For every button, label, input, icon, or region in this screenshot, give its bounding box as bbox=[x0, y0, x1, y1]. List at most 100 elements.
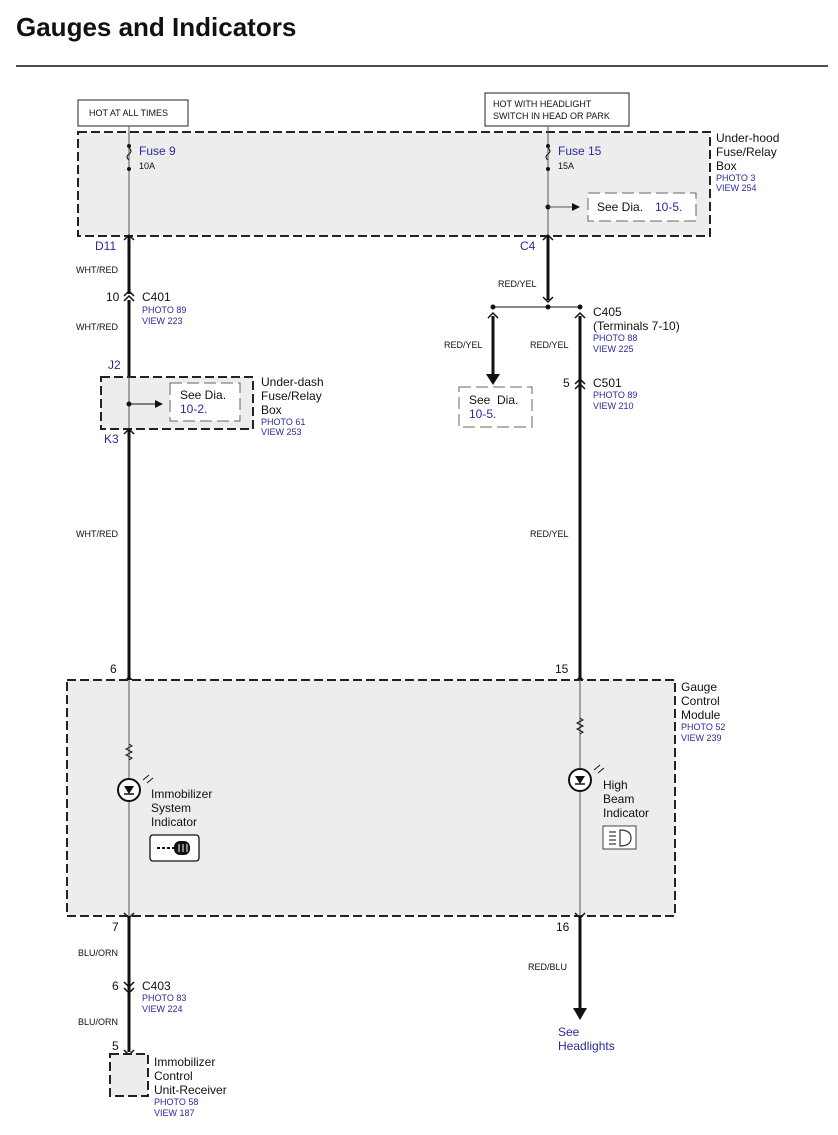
see-dia-prefix-top: See Dia. bbox=[597, 200, 643, 214]
gauge-name-1: Gauge bbox=[681, 680, 717, 694]
high-beam-label-2: Beam bbox=[603, 792, 634, 806]
receiver-photo: PHOTO 58 bbox=[154, 1097, 198, 1107]
gauge-pin-out-left: 7 bbox=[112, 920, 119, 934]
fuse-9-icon bbox=[126, 144, 132, 171]
resistor-icon bbox=[575, 717, 585, 735]
key-icon bbox=[149, 834, 200, 862]
receiver-pin: 5 bbox=[112, 1039, 119, 1053]
see-dia-right-see: See bbox=[469, 393, 491, 407]
see-dia-right-ref: 10-5. bbox=[469, 407, 496, 421]
wire-color-bottom-left-top: BLU/ORN bbox=[78, 948, 118, 958]
see-headlights-line2: Headlights bbox=[558, 1039, 615, 1053]
see-dia-ref-top: 10-5. bbox=[655, 200, 682, 214]
fuse-15-label: Fuse 15 bbox=[558, 144, 602, 158]
connector-c501 bbox=[574, 377, 586, 390]
gauge-name-3: Module bbox=[681, 708, 721, 722]
receiver-name-1: Immobilizer bbox=[154, 1055, 215, 1069]
under-dash-name-2: Fuse/Relay bbox=[261, 389, 322, 403]
c401-photo: PHOTO 89 bbox=[142, 305, 186, 315]
gauge-photo: PHOTO 52 bbox=[681, 722, 725, 732]
gauge-control-module: Immobilizer System Indicator High Beam I… bbox=[66, 679, 725, 917]
c403-view: VIEW 224 bbox=[142, 1004, 183, 1014]
receiver-name-2: Control bbox=[154, 1069, 193, 1083]
c401-view: VIEW 223 bbox=[142, 316, 183, 326]
wire-color-bottom-right: RED/BLU bbox=[528, 962, 567, 972]
see-headlights-line1: See bbox=[558, 1025, 580, 1039]
under-dash-name-1: Under-dash bbox=[261, 375, 324, 389]
fuse-15-rating: 15A bbox=[558, 161, 574, 171]
gauge-pin-in-right: 15 bbox=[555, 662, 569, 676]
immobilizer-indicator-lamp-icon bbox=[117, 774, 154, 802]
power-label-right-line1: HOT WITH HEADLIGHT bbox=[493, 99, 592, 109]
fuse-9-rating: 10A bbox=[139, 161, 155, 171]
immobilizer-label-2: System bbox=[151, 801, 191, 815]
power-label-left-text: HOT AT ALL TIMES bbox=[89, 108, 168, 118]
c401-name: C401 bbox=[142, 290, 171, 304]
wire-color-right-sub-left: RED/YEL bbox=[444, 340, 483, 350]
arrow-right-icon bbox=[572, 203, 580, 211]
c501-pin: 5 bbox=[563, 376, 570, 390]
gauge-pin-out-right: 16 bbox=[556, 920, 570, 934]
under-dash-fuse-relay-box: See Dia. 10-2. Under-dash Fuse/Relay Box… bbox=[100, 375, 324, 437]
gauge-view: VIEW 239 bbox=[681, 733, 722, 743]
immobilizer-control-unit-receiver: Immobilizer Control Unit-Receiver PHOTO … bbox=[109, 1053, 227, 1118]
under-dash-view: VIEW 253 bbox=[261, 427, 302, 437]
c403-photo: PHOTO 83 bbox=[142, 993, 186, 1003]
power-label-left: HOT AT ALL TIMES bbox=[77, 99, 189, 127]
c501-name: C501 bbox=[593, 376, 622, 390]
terminal-j2: J2 bbox=[108, 358, 121, 372]
c403-name: C403 bbox=[142, 979, 171, 993]
c403-pin: 6 bbox=[112, 979, 119, 993]
wire-color-right-sub-right: RED/YEL bbox=[530, 340, 569, 350]
high-beam-indicator-lamp-icon bbox=[568, 764, 605, 792]
wire-color-left-long: WHT/RED bbox=[76, 529, 118, 539]
under-hood-name-2: Fuse/Relay bbox=[716, 145, 777, 159]
c405-photo: PHOTO 88 bbox=[593, 333, 637, 343]
see-dia-right-word: Dia. bbox=[497, 393, 518, 407]
under-hood-name-3: Box bbox=[716, 159, 737, 173]
c501-view: VIEW 210 bbox=[593, 401, 634, 411]
under-dash-name-3: Box bbox=[261, 403, 282, 417]
high-beam-label-1: High bbox=[603, 778, 628, 792]
resistor-icon bbox=[124, 743, 134, 761]
under-hood-view: VIEW 254 bbox=[716, 183, 757, 193]
receiver-name-3: Unit-Receiver bbox=[154, 1083, 227, 1097]
wire-color-left-top: WHT/RED bbox=[76, 265, 118, 275]
arrow-down-icon bbox=[573, 1008, 587, 1020]
wire-color-right-top: RED/YEL bbox=[498, 279, 537, 289]
c501-photo: PHOTO 89 bbox=[593, 390, 637, 400]
connector-c403 bbox=[123, 981, 135, 995]
arrow-right-icon bbox=[155, 400, 163, 408]
gauge-name-2: Control bbox=[681, 694, 720, 708]
wire-color-left-mid: WHT/RED bbox=[76, 322, 118, 332]
under-hood-fuse-relay-box: Fuse 9 10A Fuse 15 15A See Dia. 10-5. Un… bbox=[77, 126, 779, 237]
high-beam-label-3: Indicator bbox=[603, 806, 649, 820]
under-hood-name-1: Under-hood bbox=[716, 131, 779, 145]
see-dia-ref-left: 10-2. bbox=[180, 402, 207, 416]
fuse-15-icon bbox=[545, 144, 551, 171]
terminal-k3: K3 bbox=[104, 432, 119, 446]
c405-name: C405 bbox=[593, 305, 622, 319]
terminal-c4: C4 bbox=[520, 239, 536, 253]
connector-c405 bbox=[487, 304, 586, 319]
connector-c401 bbox=[123, 289, 135, 302]
high-beam-icon bbox=[602, 825, 637, 850]
terminal-d11: D11 bbox=[95, 239, 116, 253]
wire-color-bottom-left-bottom: BLU/ORN bbox=[78, 1017, 118, 1027]
page-title: Gauges and Indicators bbox=[16, 12, 296, 42]
c401-pin: 10 bbox=[106, 290, 120, 304]
immobilizer-label-3: Indicator bbox=[151, 815, 197, 829]
c405-view: VIEW 225 bbox=[593, 344, 634, 354]
gauge-pin-in-left: 6 bbox=[110, 662, 117, 676]
immobilizer-label-1: Immobilizer bbox=[151, 787, 212, 801]
receiver-view: VIEW 187 bbox=[154, 1108, 195, 1118]
under-dash-photo: PHOTO 61 bbox=[261, 417, 305, 427]
c405-terminals: (Terminals 7-10) bbox=[593, 319, 680, 333]
wire-color-right-long: RED/YEL bbox=[530, 529, 569, 539]
see-dia-prefix-left: See Dia. bbox=[180, 388, 226, 402]
under-hood-photo: PHOTO 3 bbox=[716, 173, 755, 183]
arrow-down-icon bbox=[486, 374, 500, 385]
fuse-9-label: Fuse 9 bbox=[139, 144, 176, 158]
power-label-right: HOT WITH HEADLIGHT SWITCH IN HEAD OR PAR… bbox=[484, 92, 630, 127]
